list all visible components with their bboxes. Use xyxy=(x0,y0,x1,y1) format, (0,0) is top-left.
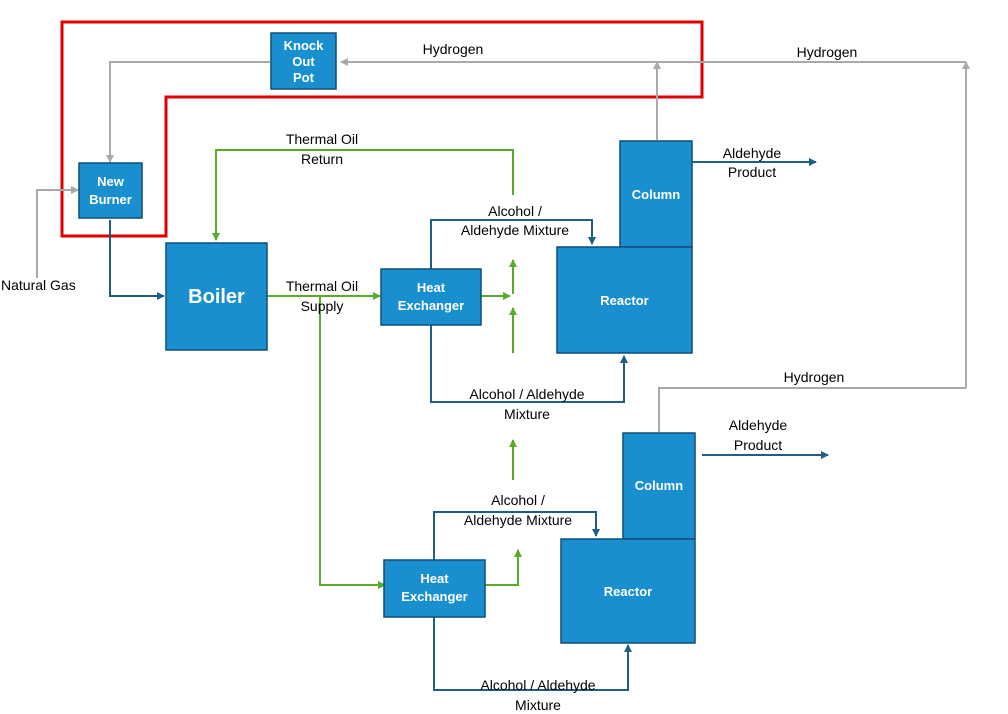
heat-exchanger-1-label-1: Heat xyxy=(417,280,446,295)
knock-out-pot-label-2: Out xyxy=(292,54,315,69)
hydrogen-label-top-right: Hydrogen xyxy=(797,44,858,60)
heat-exchanger-1: Heat Exchanger xyxy=(380,268,482,326)
thermal-oil-lines xyxy=(212,149,522,589)
boiler-label: Boiler xyxy=(188,286,245,308)
alcohol-mix-bottom-1-label-2: Mixture xyxy=(504,406,550,422)
alcohol-mix-bottom-2-label-1: Alcohol / Aldehyde xyxy=(480,677,595,693)
alcohol-mix-top-2-label-1: Alcohol / xyxy=(491,492,545,508)
thermal-oil-supply-label-1: Thermal Oil xyxy=(286,278,358,294)
column-2: Column xyxy=(622,432,696,540)
alcohol-mix-bottom-2-label-2: Mixture xyxy=(515,697,561,713)
thermal-oil-return-label-2: Return xyxy=(301,151,343,167)
heat-exchanger-2-label-1: Heat xyxy=(420,571,449,586)
boiler: Boiler xyxy=(165,242,268,351)
aldehyde-product-1-label-2: Product xyxy=(728,164,776,180)
reactor-1-label: Reactor xyxy=(600,293,648,308)
reactor-1: Reactor xyxy=(556,246,693,354)
thermal-oil-supply-label-2: Supply xyxy=(301,298,344,314)
hydrogen-label-top-left: Hydrogen xyxy=(423,41,484,57)
reactor-2-label: Reactor xyxy=(604,584,652,599)
new-burner-label-1: New xyxy=(97,174,125,189)
heat-exchanger-2-label-2: Exchanger xyxy=(401,589,467,604)
alcohol-mix-top-1-label-1: Alcohol / xyxy=(488,203,542,219)
natural-gas-label: Natural Gas xyxy=(1,277,76,293)
hydrogen-label-mid: Hydrogen xyxy=(784,369,845,385)
column-2-label: Column xyxy=(635,478,683,493)
alcohol-mix-top-2-label-2: Aldehyde Mixture xyxy=(464,512,572,528)
highlight-outline xyxy=(60,20,704,238)
new-burner-label-2: Burner xyxy=(89,192,132,207)
thermal-oil-return-label-1: Thermal Oil xyxy=(286,131,358,147)
new-burner: New Burner xyxy=(78,162,143,219)
process-lines xyxy=(109,158,829,691)
heat-exchanger-1-label-2: Exchanger xyxy=(398,298,464,313)
column-1: Column xyxy=(619,140,693,248)
alcohol-mix-top-1-label-2: Aldehyde Mixture xyxy=(461,222,569,238)
column-1-label: Column xyxy=(632,187,680,202)
aldehyde-product-1-label-1: Aldehyde xyxy=(723,145,782,161)
knock-out-pot: Knock Out Pot xyxy=(270,32,337,90)
heat-exchanger-2: Heat Exchanger xyxy=(383,559,486,618)
reactor-2: Reactor xyxy=(560,538,696,644)
knock-out-pot-label-3: Pot xyxy=(293,70,315,85)
alcohol-mix-bottom-1-label-1: Alcohol / Aldehyde xyxy=(469,386,584,402)
aldehyde-product-2-label-1: Aldehyde xyxy=(729,417,788,433)
aldehyde-product-2-label-2: Product xyxy=(734,437,782,453)
hydrogen-lines xyxy=(36,58,970,432)
knock-out-pot-label-1: Knock xyxy=(284,38,325,53)
